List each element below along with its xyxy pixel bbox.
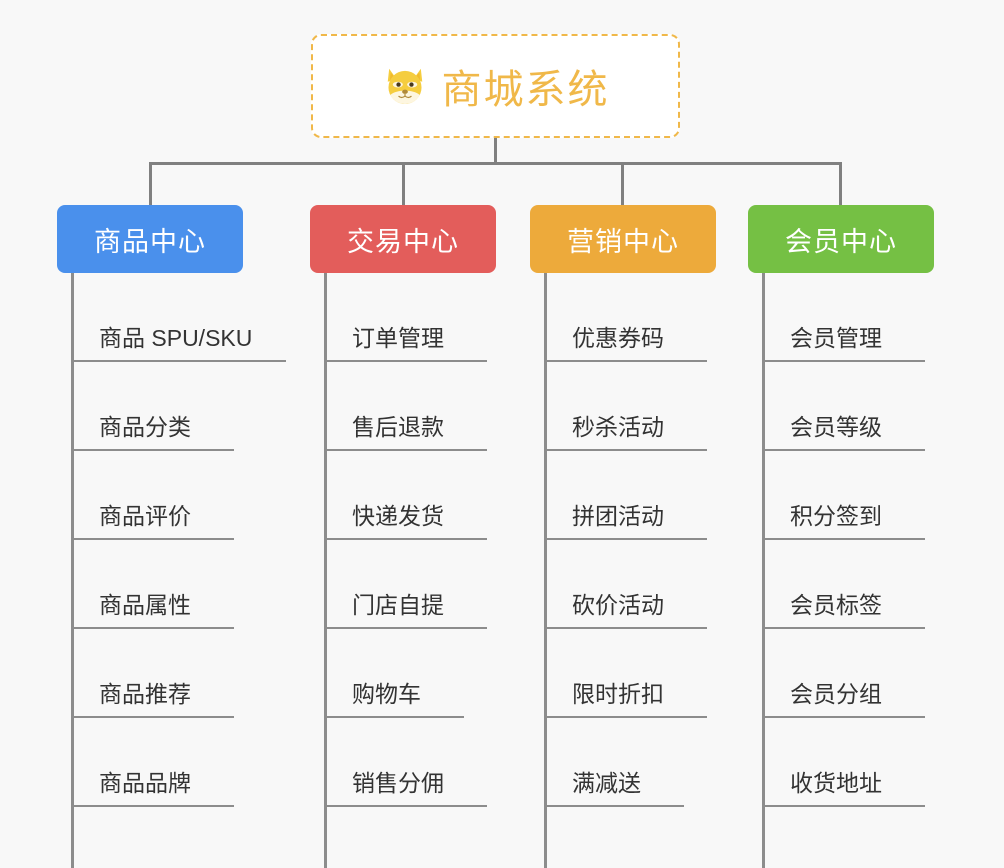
leaf-item[interactable]: 快递发货 xyxy=(324,451,487,540)
leaf-spine xyxy=(71,273,74,868)
leaf-item[interactable]: 商品分类 xyxy=(71,362,234,451)
branch-header-member-center[interactable]: 会员中心 xyxy=(748,205,934,273)
connector-horizontal-bus xyxy=(149,162,842,165)
leaf-item[interactable]: 收货地址 xyxy=(762,718,925,807)
leaf-item[interactable]: 会员等级 xyxy=(762,362,925,451)
leaf-item[interactable]: 会员标签 xyxy=(762,540,925,629)
leaf-item[interactable]: 购物车 xyxy=(324,629,464,718)
branch-header-product-center[interactable]: 商品中心 xyxy=(57,205,243,273)
leaf-list-4: 会员管理 会员等级 积分签到 会员标签 会员分组 收货地址 xyxy=(748,273,934,868)
leaf-item-label: 门店自提 xyxy=(352,592,444,618)
leaf-item[interactable]: 商品品牌 xyxy=(71,718,234,807)
leaf-item-label: 砍价活动 xyxy=(572,592,664,618)
leaf-item-label: 会员管理 xyxy=(790,325,882,351)
leaf-item[interactable]: 砍价活动 xyxy=(544,540,707,629)
branch-column-4: 会员中心 会员管理 会员等级 积分签到 会员标签 会员分组 收货地址 xyxy=(748,205,934,868)
dog-face-icon xyxy=(382,63,428,109)
leaf-item-label: 商品评价 xyxy=(99,503,191,529)
leaf-item-label: 拼团活动 xyxy=(572,503,664,529)
leaf-item[interactable]: 秒杀活动 xyxy=(544,362,707,451)
leaf-item-label: 快递发货 xyxy=(352,503,444,529)
leaf-item[interactable]: 优惠券码 xyxy=(544,273,707,362)
branch-column-1: 商品中心 商品 SPU/SKU 商品分类 商品评价 商品属性 商品推荐 商品品牌 xyxy=(57,205,286,868)
branch-header-label: 商品中心 xyxy=(94,226,206,257)
leaf-item[interactable]: 满减送 xyxy=(544,718,684,807)
leaf-item-label: 订单管理 xyxy=(352,325,444,351)
leaf-item-label: 优惠券码 xyxy=(572,325,664,351)
leaf-item-label: 商品推荐 xyxy=(99,681,191,707)
leaf-item-label: 售后退款 xyxy=(352,414,444,440)
connector-drop-2 xyxy=(402,162,405,207)
leaf-item[interactable]: 商品 SPU/SKU xyxy=(71,273,286,362)
leaf-item[interactable]: 限时折扣 xyxy=(544,629,707,718)
branch-header-label: 会员中心 xyxy=(785,226,897,257)
root-title: 商城系统 xyxy=(441,68,610,112)
leaf-item[interactable]: 订单管理 xyxy=(324,273,487,362)
leaf-item-label: 商品分类 xyxy=(99,414,191,440)
leaf-item-label: 收货地址 xyxy=(790,770,882,796)
leaf-item[interactable]: 积分签到 xyxy=(762,451,925,540)
leaf-list-3: 优惠券码 秒杀活动 拼团活动 砍价活动 限时折扣 满减送 xyxy=(530,273,716,868)
branch-column-3: 营销中心 优惠券码 秒杀活动 拼团活动 砍价活动 限时折扣 满减送 xyxy=(530,205,716,868)
leaf-item-label: 限时折扣 xyxy=(572,681,664,707)
leaf-item-label: 秒杀活动 xyxy=(572,414,664,440)
leaf-item[interactable]: 会员管理 xyxy=(762,273,925,362)
branch-header-marketing-center[interactable]: 营销中心 xyxy=(530,205,716,273)
leaf-item[interactable]: 拼团活动 xyxy=(544,451,707,540)
leaf-item-label: 会员标签 xyxy=(790,592,882,618)
leaf-item[interactable]: 售后退款 xyxy=(324,362,487,451)
leaf-item[interactable]: 商品评价 xyxy=(71,451,234,540)
leaf-item-label: 会员等级 xyxy=(790,414,882,440)
mindmap-canvas: 商城系统 商品中心 商品 SPU/SKU 商品分类 商品评价 商品属性 商 xyxy=(57,34,934,868)
leaf-item[interactable]: 商品属性 xyxy=(71,540,234,629)
connector-drop-1 xyxy=(149,162,152,207)
leaf-item[interactable]: 门店自提 xyxy=(324,540,487,629)
leaf-item-label: 会员分组 xyxy=(790,681,882,707)
branch-header-trade-center[interactable]: 交易中心 xyxy=(310,205,496,273)
leaf-item[interactable]: 会员分组 xyxy=(762,629,925,718)
root-node-mall-system[interactable]: 商城系统 xyxy=(311,34,680,138)
leaf-spine xyxy=(544,273,547,868)
leaf-spine xyxy=(762,273,765,868)
leaf-list-1: 商品 SPU/SKU 商品分类 商品评价 商品属性 商品推荐 商品品牌 xyxy=(57,273,286,868)
branch-header-label: 交易中心 xyxy=(347,226,459,257)
branch-column-2: 交易中心 订单管理 售后退款 快递发货 门店自提 购物车 销售分佣 xyxy=(310,205,496,868)
branch-header-label: 营销中心 xyxy=(567,226,679,257)
leaf-item-label: 积分签到 xyxy=(790,503,882,529)
leaf-item-label: 销售分佣 xyxy=(352,770,444,796)
leaf-item-label: 购物车 xyxy=(352,681,421,707)
leaf-item-label: 商品品牌 xyxy=(99,770,191,796)
leaf-item-label: 满减送 xyxy=(572,770,641,796)
connector-root-stem xyxy=(494,138,497,165)
connector-drop-4 xyxy=(839,162,842,207)
leaf-item-label: 商品属性 xyxy=(99,592,191,618)
leaf-item[interactable]: 销售分佣 xyxy=(324,718,487,807)
leaf-list-2: 订单管理 售后退款 快递发货 门店自提 购物车 销售分佣 xyxy=(310,273,496,868)
leaf-spine xyxy=(324,273,327,868)
connector-drop-3 xyxy=(621,162,624,207)
leaf-item-label: 商品 SPU/SKU xyxy=(99,325,253,351)
leaf-item[interactable]: 商品推荐 xyxy=(71,629,234,718)
